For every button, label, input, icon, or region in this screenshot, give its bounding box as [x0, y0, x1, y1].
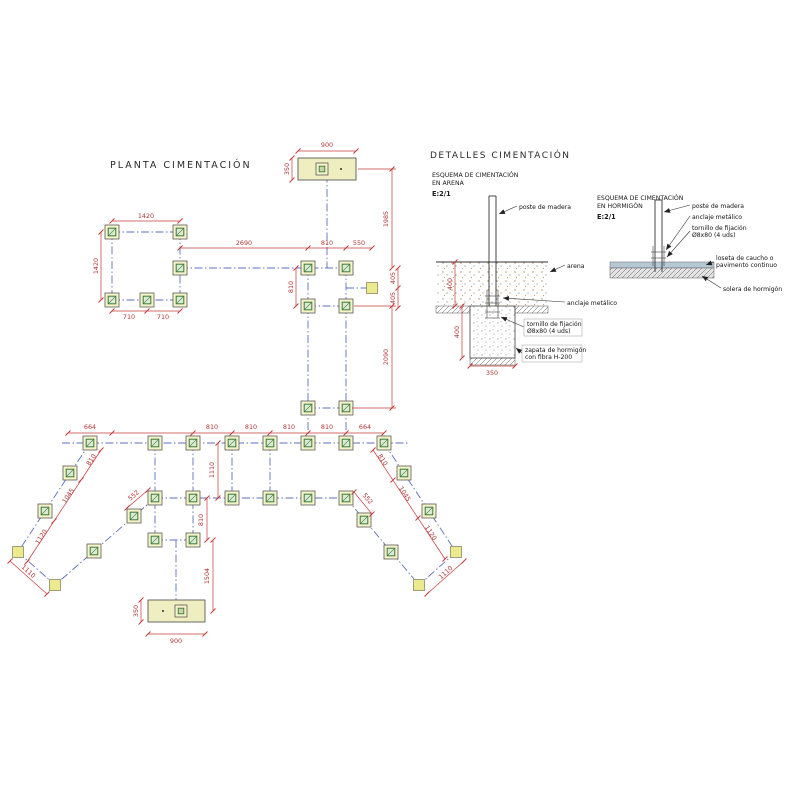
dim-label: 1120: [423, 524, 439, 542]
annotation-poste: poste de madera: [692, 203, 744, 210]
detail-arena-scale: E:2/1: [432, 190, 451, 198]
leaders-arena: [498, 205, 566, 354]
dim-label: 1420: [138, 212, 154, 220]
detail-hormigon-subtitle-1: ESQUEMA DE CIMENTACIÓN: [597, 193, 684, 202]
dim-label: 400: [453, 326, 461, 338]
dim-label: 810: [321, 423, 333, 431]
post-hormigon: [651, 199, 666, 272]
dim-label: 810: [85, 453, 98, 468]
detail-arena-subtitle-1: ESQUEMA DE CIMENTACIÓN: [432, 170, 519, 179]
post-arena: [485, 195, 500, 319]
dim-label: 2090: [382, 349, 390, 365]
annotation-anclaje: anclaje metálico: [567, 299, 617, 307]
annotation-tornillo-1: tornillo de fijación: [692, 224, 747, 232]
plan-view: PLANTA CIMENTACIÓN: [7, 141, 467, 645]
dimension-labels: 900 350 1985 1420 1420 710 710 2690 810 …: [20, 141, 455, 645]
dim-label: 2690: [236, 239, 252, 247]
annotation-arena: arena: [567, 263, 585, 270]
dim-label: 405: [389, 292, 397, 304]
dim-label: 1110: [208, 462, 216, 478]
dim-label: 552: [126, 488, 140, 502]
dim-label: 810: [245, 423, 257, 431]
pad-footings: [147, 157, 357, 623]
ground-hatch: [469, 357, 516, 366]
ground-hatch: [514, 305, 549, 314]
footing-symbol: [174, 604, 188, 618]
annotation-box: [521, 344, 583, 363]
dim-label: 350: [283, 163, 291, 175]
detail-arena-subtitle-2: EN ARENA: [432, 180, 465, 187]
dim-label: 900: [321, 141, 333, 149]
annotation-zapata-1: zapata de hormigón: [525, 346, 586, 354]
dim-label: 405: [389, 272, 397, 284]
dimension-lines: [7, 148, 467, 637]
details-title: DETALLES CIMENTACIÓN: [430, 149, 571, 161]
dim-label: 1420: [92, 258, 100, 274]
detail-hormigon: ESQUEMA DE CIMENTACIÓN EN HORMIGÓN E:2/1…: [597, 193, 782, 293]
annotation-zapata-2: con fibra H-200: [525, 354, 572, 361]
dim-label: 400: [446, 278, 454, 290]
annotation-loseta-1: loseta de caucho o: [716, 255, 774, 262]
dim-label: 550: [353, 239, 365, 247]
annotation-tornillo-1: tornillo de fijación: [527, 320, 582, 328]
dim-label: 810: [206, 423, 218, 431]
dim-label: 710: [157, 313, 169, 321]
dim-label: 810: [321, 239, 333, 247]
zapata: [469, 305, 516, 359]
dim-label: 710: [123, 313, 135, 321]
dim-label: 810: [376, 453, 389, 468]
detail-arena: ESQUEMA DE CIMENTACIÓN EN ARENA E:2/1 40…: [432, 170, 617, 377]
dim-label: 1120: [34, 528, 50, 546]
dim-label: 350: [486, 369, 498, 377]
dim-label: 1045: [397, 485, 413, 503]
annotation-anclaje: anclaje metálico: [692, 213, 742, 221]
annotation-box: [523, 318, 583, 337]
dim-label: 1504: [203, 568, 211, 584]
dim-label: 900: [170, 637, 182, 645]
plan-title: PLANTA CIMENTACIÓN: [110, 159, 252, 171]
annotation-tornillo-2: Ø8x80 (4 uds): [527, 327, 570, 335]
dim-label: 810: [283, 423, 295, 431]
annotation-poste: poste de madera: [519, 204, 571, 211]
annotation-solera: solera de hormigón: [723, 285, 782, 293]
annotation-loseta-2: pavimento continuo: [716, 262, 777, 269]
footing-symbol: [315, 162, 329, 176]
dim-label: 350: [132, 605, 140, 617]
detail-hormigon-scale: E:2/1: [597, 213, 616, 221]
dim-label: 1045: [61, 487, 77, 505]
dim-label: 664: [84, 423, 96, 431]
ground-hatch: [435, 305, 471, 314]
dim-label: 810: [287, 281, 295, 293]
axis-lines: [17, 160, 457, 611]
annotation-tornillo-2: Ø8x80 (4 uds): [692, 231, 735, 239]
leaders-hormigon: [663, 204, 722, 289]
detail-hormigon-subtitle-2: EN HORMIGÓN: [597, 201, 643, 210]
dim-label: 552: [361, 491, 375, 505]
dim-label: 664: [359, 423, 371, 431]
dim-label: 1985: [382, 211, 390, 227]
dim-label: 810: [197, 514, 205, 526]
